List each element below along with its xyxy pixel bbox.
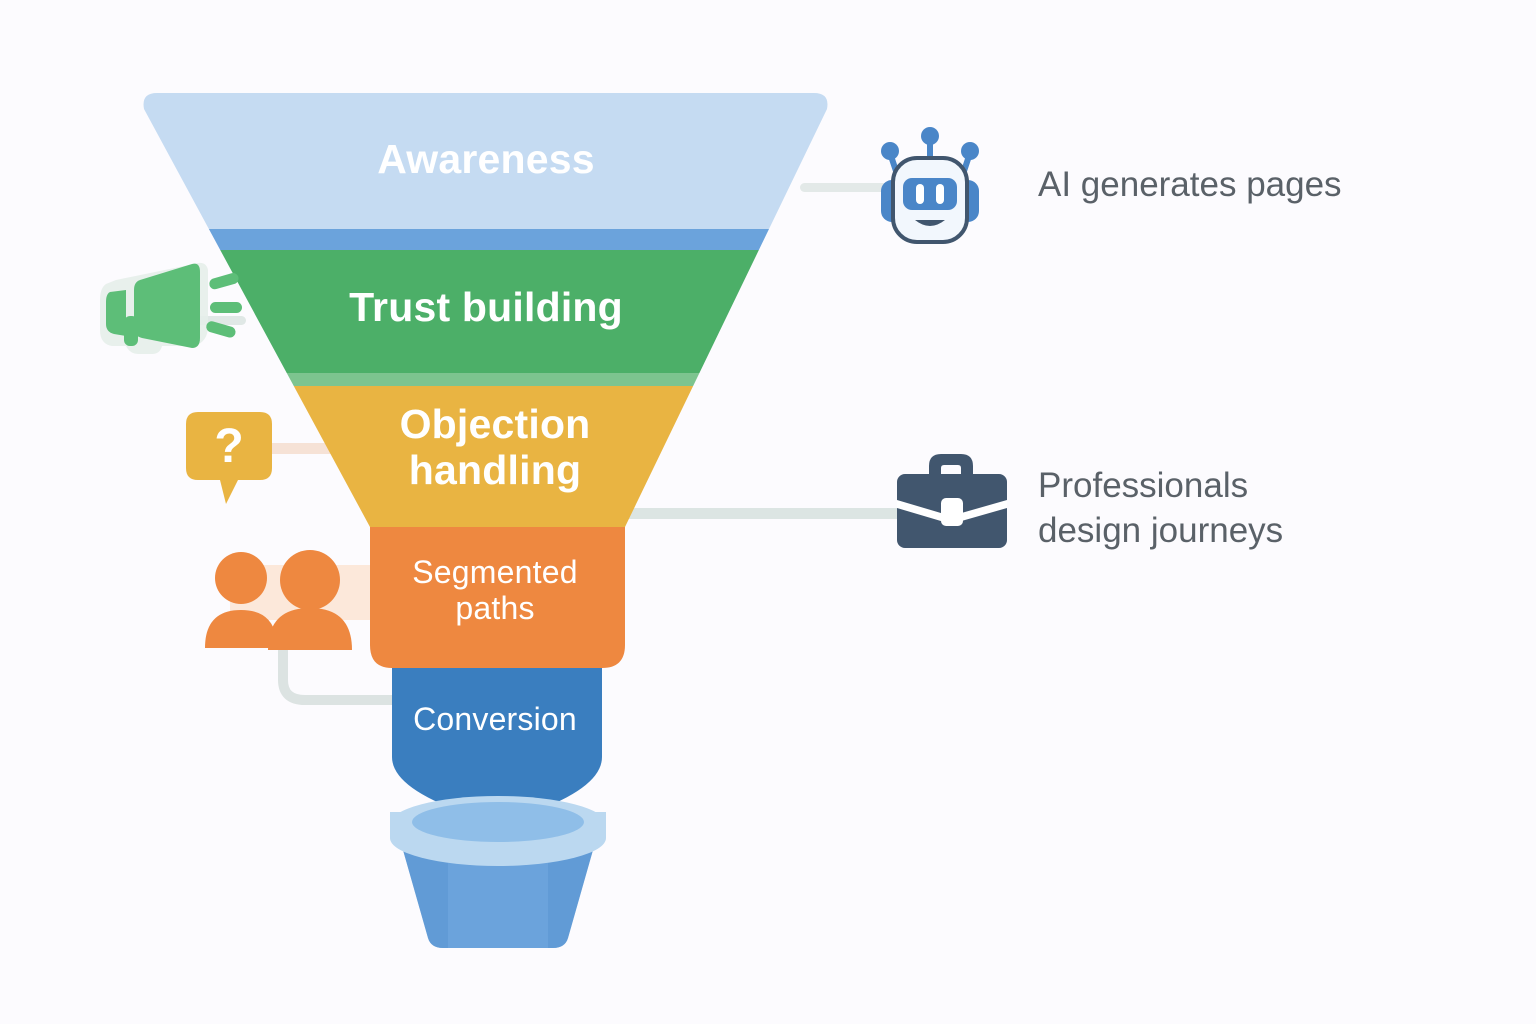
question-bubble-icon[interactable]: ? (186, 412, 272, 504)
stage-band-awareness[interactable] (100, 80, 900, 229)
connector-people-conversion (278, 643, 425, 705)
connector-awareness-robot (800, 183, 890, 192)
annotation-label-professionals-design-journeys: Professionals design journeys (1038, 466, 1284, 550)
robot-icon[interactable] (881, 127, 979, 244)
briefcase-icon[interactable] (897, 454, 1007, 548)
annotation-label-ai-generates-pages: AI generates pages (1038, 165, 1342, 204)
people-icon[interactable] (205, 550, 352, 650)
stage-band-divider-1 (143, 229, 828, 250)
connector-objection-briefcase (618, 508, 918, 519)
collection-bucket (390, 796, 606, 948)
stage-band-conversion[interactable] (392, 668, 602, 832)
stage-band-divider-2 (143, 373, 828, 386)
question-mark-glyph: ? (214, 420, 243, 473)
megaphone-icon[interactable] (100, 262, 242, 354)
